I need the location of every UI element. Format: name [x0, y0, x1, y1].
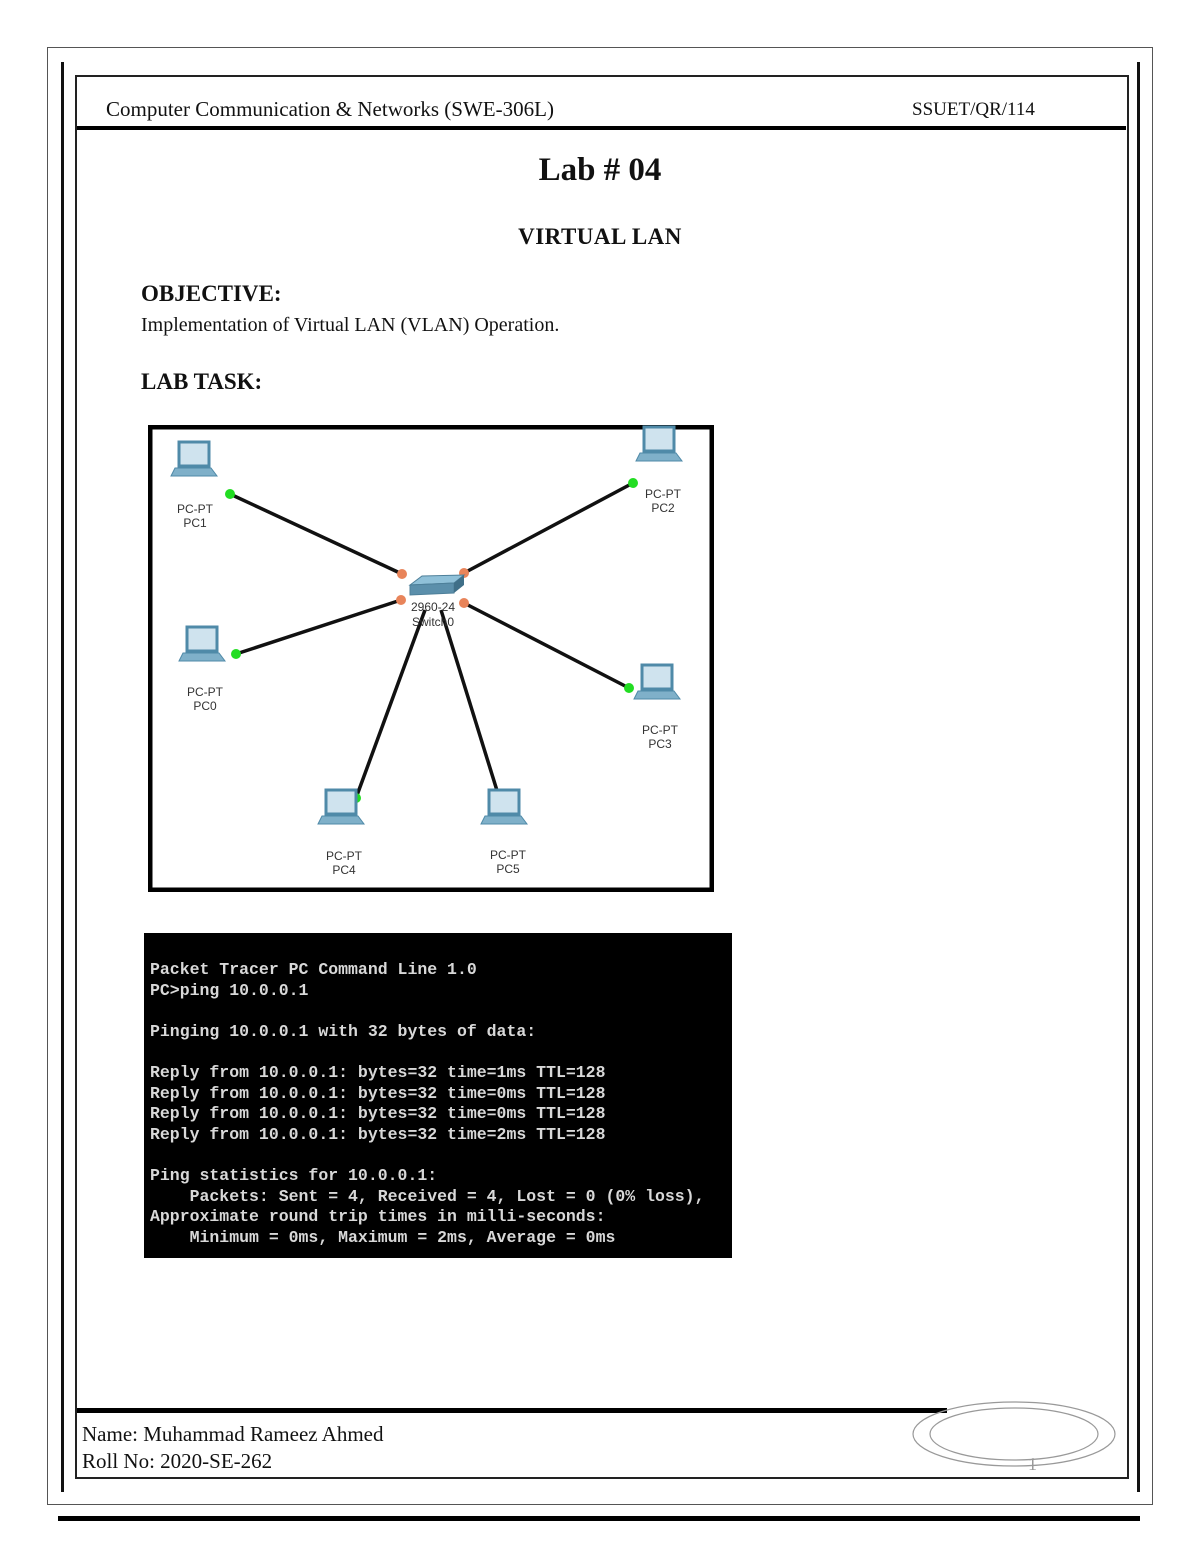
pc-type: PC-PT — [490, 848, 527, 862]
right-border-bar — [1137, 62, 1140, 1492]
page-title: Lab # 04 — [538, 152, 662, 188]
pc-type: PC-PT — [645, 487, 682, 501]
pc-icon — [170, 440, 218, 477]
cable-pc0 — [235, 598, 402, 656]
page-inner-border — [75, 75, 1129, 1479]
pc-icon — [480, 788, 528, 825]
link-up-indicator — [231, 649, 241, 659]
pc-type: PC-PT — [177, 502, 214, 516]
link-up-indicator — [624, 683, 634, 693]
student-name: Name: Muhammad Rameez Ahmed — [82, 1422, 384, 1446]
cable-pc4 — [354, 609, 427, 799]
page-subtitle: VIRTUAL LAN — [518, 224, 682, 249]
header-divider — [77, 126, 1126, 130]
pc-icon — [317, 788, 365, 825]
switch-port-indicator — [396, 595, 406, 605]
terminal-text: Packet Tracer PC Command Line 1.0 PC>pin… — [150, 960, 705, 1247]
pc-type: PC-PT — [326, 849, 363, 863]
footer-divider — [77, 1408, 947, 1413]
pc-name: PC4 — [332, 863, 356, 877]
switch-icon — [408, 574, 466, 596]
bottom-rule — [58, 1516, 1140, 1521]
cable-pc5 — [439, 609, 501, 798]
link-up-indicator — [628, 478, 638, 488]
objective-heading: OBJECTIVE: — [141, 281, 282, 306]
cable-pc2 — [463, 481, 634, 575]
switch-model: 2960-24 — [411, 600, 455, 614]
course-title: Computer Communication & Networks (SWE-3… — [106, 97, 554, 121]
lab-task-heading: LAB TASK: — [141, 369, 263, 394]
cable-pc1 — [229, 492, 403, 576]
pc-type: PC-PT — [642, 723, 679, 737]
roll-number: Roll No: 2020-SE-262 — [82, 1449, 273, 1473]
pc-name: PC5 — [496, 862, 520, 876]
document-code: SSUET/QR/114 — [912, 99, 1035, 120]
switch-port-indicator — [397, 569, 407, 579]
pc-name: PC1 — [183, 516, 207, 530]
objective-text: Implementation of Virtual LAN (VLAN) Ope… — [141, 314, 560, 336]
page-number: 1 — [1028, 1454, 1037, 1474]
page-outer-border — [47, 47, 1153, 1505]
pc-name: PC3 — [648, 737, 672, 751]
pc-icon — [633, 663, 681, 700]
switch-port-indicator — [459, 598, 469, 608]
link-up-indicator — [225, 489, 235, 499]
page-number-badge: 1 — [912, 1401, 1116, 1474]
pc-type: PC-PT — [187, 685, 224, 699]
pc-name: PC0 — [193, 699, 217, 713]
pc-icon — [635, 425, 683, 462]
left-border-bar — [61, 62, 64, 1492]
cable-pc3 — [463, 601, 630, 690]
command-prompt-output: Packet Tracer PC Command Line 1.0 PC>pin… — [144, 933, 732, 1258]
pc-icon — [178, 625, 226, 662]
network-topology-diagram: PC-PTPC1PC-PTPC2PC-PTPC0PC-PTPC3PC-PTPC4… — [148, 425, 714, 892]
diagram-frame — [148, 425, 714, 892]
pc-name: PC2 — [651, 501, 675, 515]
switch-name: Switch0 — [412, 615, 454, 629]
